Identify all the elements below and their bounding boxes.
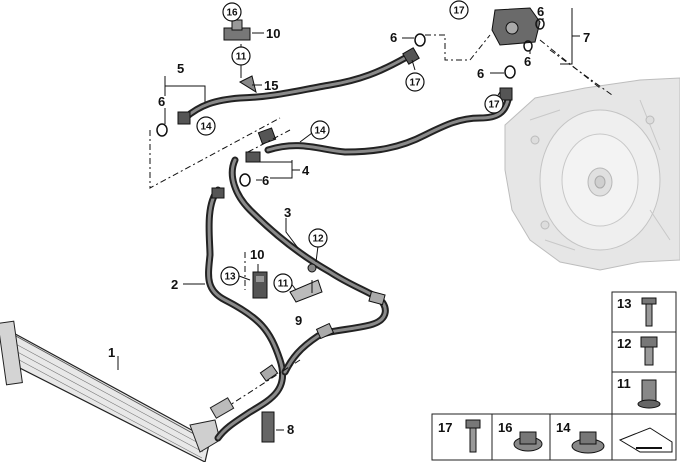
svg-text:11: 11	[617, 376, 631, 391]
svg-text:17: 17	[438, 420, 452, 435]
circled-callouts: 16 11 17 17 17 14 14 12	[196, 0, 504, 293]
circled-17-right: 17	[484, 94, 504, 114]
callout-6-mid: 6	[262, 173, 269, 188]
transmission-housing	[504, 77, 680, 271]
circled-11-mid: 11	[273, 273, 293, 293]
svg-text:13: 13	[224, 272, 236, 283]
svg-text:14: 14	[200, 122, 212, 133]
legend-item-13: 13	[611, 291, 677, 333]
circled-13: 13	[220, 266, 240, 286]
circled-11-top: 11	[231, 46, 251, 66]
callout-15: 15	[264, 78, 278, 93]
clip-10-top	[223, 19, 251, 41]
svg-text:16: 16	[226, 8, 238, 19]
callout-4: 4	[302, 163, 310, 178]
bracket-10	[252, 271, 268, 299]
oil-lines	[177, 47, 513, 442]
circled-16: 16	[222, 2, 242, 22]
svg-text:11: 11	[236, 52, 247, 63]
svg-text:17: 17	[453, 6, 465, 17]
oil-cooler	[0, 320, 235, 462]
callout-9: 9	[295, 313, 302, 328]
legend-column: 13 12 11	[611, 291, 677, 415]
bracket-9	[289, 263, 323, 303]
callout-10-top: 10	[266, 26, 280, 41]
callout-6-left: 6	[158, 94, 165, 109]
orientation-arrow-icon	[618, 427, 673, 453]
connector-7	[491, 7, 541, 46]
svg-text:16: 16	[498, 420, 512, 435]
circled-17-top: 17	[449, 0, 469, 20]
svg-text:17: 17	[488, 100, 500, 111]
clip-15	[238, 75, 257, 94]
o-rings	[156, 18, 545, 187]
callout-6-top: 6	[390, 30, 397, 45]
group-brackets	[164, 8, 580, 179]
legend-item-12: 12	[611, 331, 677, 373]
callout-10-mid: 10	[250, 247, 264, 262]
callout-8: 8	[287, 422, 294, 437]
svg-text:13: 13	[617, 296, 631, 311]
callout-2: 2	[171, 277, 178, 292]
legend-item-16: 16	[491, 413, 551, 461]
callout-6-right-low: 6	[477, 66, 484, 81]
legend-item-11: 11	[611, 371, 677, 415]
svg-text:12: 12	[617, 336, 631, 351]
callout-3: 3	[284, 205, 291, 220]
circled-12: 12	[308, 228, 328, 248]
svg-text:11: 11	[278, 279, 289, 290]
svg-text:17: 17	[409, 78, 421, 89]
clip-8	[261, 411, 275, 443]
legend-item-arrow	[611, 413, 677, 461]
callouts: 1 2 3 4 5 6 6 6 6 6 6 7 8 9 10 10 15	[108, 4, 590, 437]
callout-6-right-top: 6	[537, 4, 544, 19]
circled-17-mid: 17	[405, 72, 425, 92]
legend-item-14: 14	[549, 413, 613, 461]
bolt-13-icon	[641, 297, 657, 305]
svg-text:14: 14	[314, 126, 326, 137]
svg-text:12: 12	[312, 234, 324, 245]
callout-5: 5	[177, 61, 184, 76]
callout-7: 7	[583, 30, 590, 45]
legend-item-17: 17	[431, 413, 493, 461]
bolt-12-icon	[640, 336, 658, 348]
callout-1: 1	[108, 345, 115, 360]
legend-row: 17 16 14	[431, 413, 677, 461]
svg-text:14: 14	[556, 420, 571, 435]
callout-6-right-mid: 6	[524, 54, 531, 69]
circled-14-left: 14	[196, 116, 216, 136]
circled-14-mid: 14	[310, 120, 330, 140]
bolt-17-icon	[465, 419, 481, 429]
